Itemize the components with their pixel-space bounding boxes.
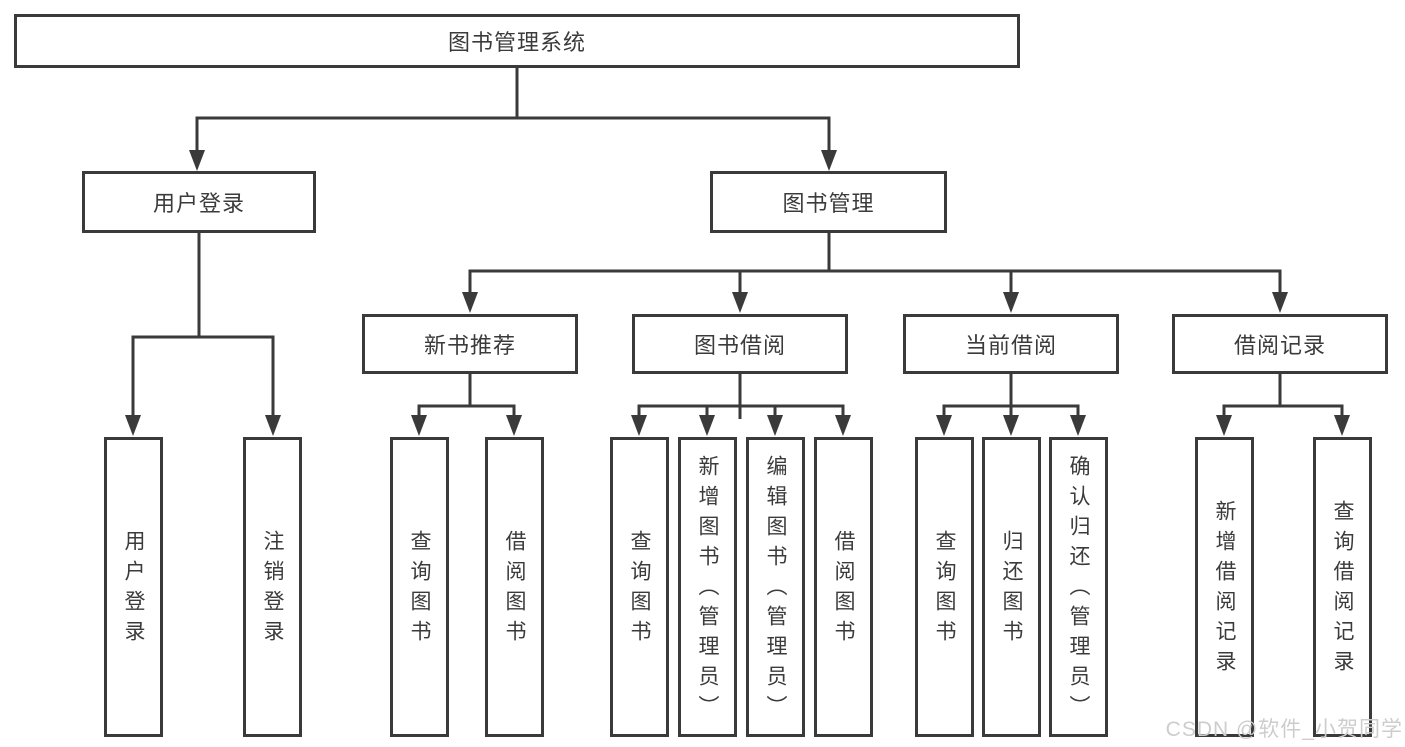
connector-line (942, 404, 1080, 419)
node-label: 当前借阅 (964, 333, 1057, 358)
leaf-query-books-3: 查询图书 (915, 437, 974, 737)
node-label: 编辑图书（管理员） (764, 455, 787, 725)
connector-line (195, 116, 831, 152)
node-label: 查询图书 (933, 530, 956, 650)
node-label: 借阅图书 (503, 530, 526, 650)
leaf-logout: 注销登录 (243, 437, 302, 737)
node-label: 查询图书 (408, 530, 431, 650)
node-library-management-system: 图书管理系统 (14, 14, 1020, 68)
leaf-query-borrow-record: 查询借阅记录 (1313, 437, 1372, 737)
node-label: 借阅图书 (832, 530, 855, 650)
node-new-book-recommend: 新书推荐 (362, 314, 578, 374)
connector-line (637, 404, 845, 419)
arrow-down-icon (263, 413, 283, 438)
node-label: 查询借阅记录 (1331, 500, 1354, 680)
node-current-borrow: 当前借阅 (903, 314, 1119, 374)
connector-line (417, 404, 516, 419)
arrow-down-icon (697, 413, 717, 438)
arrow-down-icon (187, 148, 207, 173)
connector-line (468, 269, 1282, 296)
arrow-down-icon (1001, 413, 1021, 438)
leaf-return-books: 归还图书 (982, 437, 1041, 737)
arrow-down-icon (833, 413, 853, 438)
node-label: 新增借阅记录 (1213, 500, 1236, 680)
leaf-add-borrow-record: 新增借阅记录 (1195, 437, 1254, 737)
leaf-borrow-books-1: 借阅图书 (485, 437, 544, 737)
arrow-down-icon (1332, 413, 1352, 438)
node-label: 新增图书（管理员） (696, 455, 719, 725)
node-label: 查询图书 (628, 530, 651, 650)
arrow-down-icon (629, 413, 649, 438)
leaf-user-login: 用户登录 (104, 437, 163, 737)
node-user-login: 用户登录 (82, 171, 316, 233)
node-label: 图书管理 (782, 191, 875, 216)
node-label: 图书管理系统 (447, 30, 586, 55)
node-book-management: 图书管理 (710, 171, 947, 233)
connector-line (131, 335, 275, 419)
node-label: 确认归还（管理员） (1067, 455, 1090, 725)
node-label: 归还图书 (1000, 530, 1023, 650)
arrow-down-icon (409, 413, 429, 438)
leaf-query-books-1: 查询图书 (390, 437, 449, 737)
arrow-down-icon (819, 148, 839, 173)
arrow-down-icon (460, 290, 480, 315)
arrow-down-icon (504, 413, 524, 438)
leaf-edit-books-admin: 编辑图书（管理员） (746, 437, 805, 737)
arrow-down-icon (1001, 290, 1021, 315)
arrow-down-icon (765, 413, 785, 438)
node-label: 用户登录 (122, 530, 145, 650)
leaf-query-books-2: 查询图书 (610, 437, 669, 737)
node-label: 图书借阅 (693, 333, 786, 358)
node-book-borrow: 图书借阅 (632, 314, 848, 374)
arrow-down-icon (934, 413, 954, 438)
node-borrow-records: 借阅记录 (1172, 314, 1388, 374)
node-label: 新书推荐 (423, 333, 516, 358)
node-label: 用户登录 (152, 191, 245, 216)
arrow-down-icon (123, 413, 143, 438)
node-label: 注销登录 (261, 530, 284, 650)
leaf-add-books-admin: 新增图书（管理员） (678, 437, 737, 737)
arrow-down-icon (1068, 413, 1088, 438)
csdn-watermark: CSDN @软件_小贺同学 (1165, 718, 1403, 741)
leaf-borrow-books-2: 借阅图书 (814, 437, 873, 737)
connector-line (1222, 404, 1344, 419)
arrow-down-icon (1270, 290, 1290, 315)
leaf-confirm-return-admin: 确认归还（管理员） (1049, 437, 1108, 737)
arrow-down-icon (1214, 413, 1234, 438)
node-label: 借阅记录 (1233, 333, 1326, 358)
arrow-down-icon (730, 290, 750, 315)
